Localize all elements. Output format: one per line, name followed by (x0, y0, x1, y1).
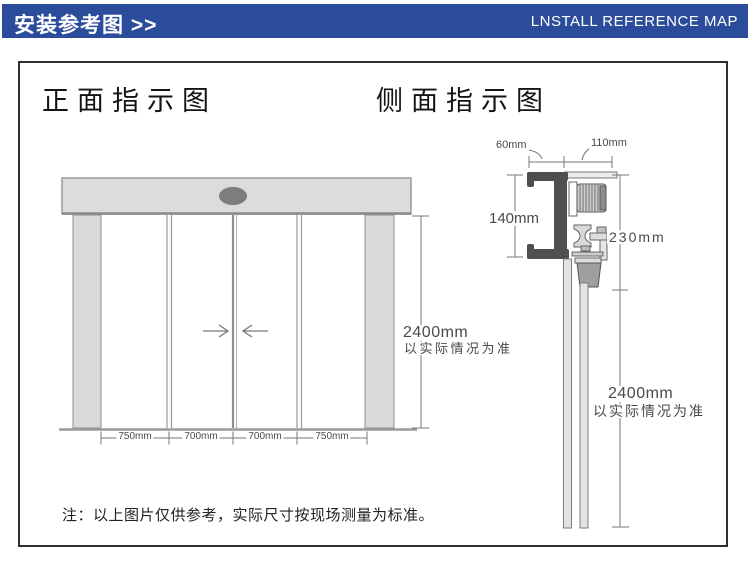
closing-arrows-icon (203, 324, 268, 338)
footnote: 注：以上图片仅供参考，实际尺寸按现场测量为标准。 (62, 507, 435, 524)
side-section-drawing (507, 146, 629, 529)
front-width-label-1: 750mm (116, 431, 154, 442)
side-height-label: 2400mm (606, 385, 676, 402)
front-height-dimension (412, 215, 429, 429)
header-title-en: LNSTALL REFERENCE MAP (530, 13, 738, 30)
side-140mm-label: 140mm (487, 210, 542, 227)
front-height-label: 2400mm (401, 324, 471, 341)
front-width-label-4: 750mm (313, 431, 351, 442)
side-top-dimension (526, 146, 613, 168)
front-door-drawing (59, 177, 429, 445)
belt-clamp (571, 245, 604, 264)
leader-60mm (526, 149, 543, 160)
front-view-title: 正面指示图 (42, 86, 217, 116)
fixed-panel-section (563, 258, 572, 529)
side-view-title: 侧面指示图 (376, 86, 551, 116)
front-height-note: 以实际情况为准 (402, 341, 515, 356)
front-width-label-3: 700mm (246, 431, 284, 442)
door-panel-dividers (166, 215, 303, 428)
sliding-panel-section (579, 282, 589, 529)
roller-pulley (573, 224, 592, 248)
front-right-column (364, 214, 395, 429)
header-bar: 安装参考图 >> LNSTALL REFERENCE MAP (2, 4, 748, 38)
track-cover-profile (527, 172, 569, 259)
side-110mm-label: 110mm (589, 137, 629, 149)
roller-bracket (589, 226, 608, 261)
motor-coil (568, 181, 607, 217)
front-left-column (72, 214, 102, 429)
side-60mm-label: 60mm (494, 139, 529, 151)
top-plate (564, 171, 618, 179)
side-height-note: 以实际情况为准 (591, 403, 707, 419)
side-right-dimension (612, 174, 629, 528)
front-width-label-2: 700mm (182, 431, 220, 442)
header-title-cn: 安装参考图 >> (14, 14, 158, 37)
sensor-oval (219, 187, 247, 205)
door-hanger (576, 262, 602, 288)
side-230mm-label: 230mm (607, 229, 668, 245)
